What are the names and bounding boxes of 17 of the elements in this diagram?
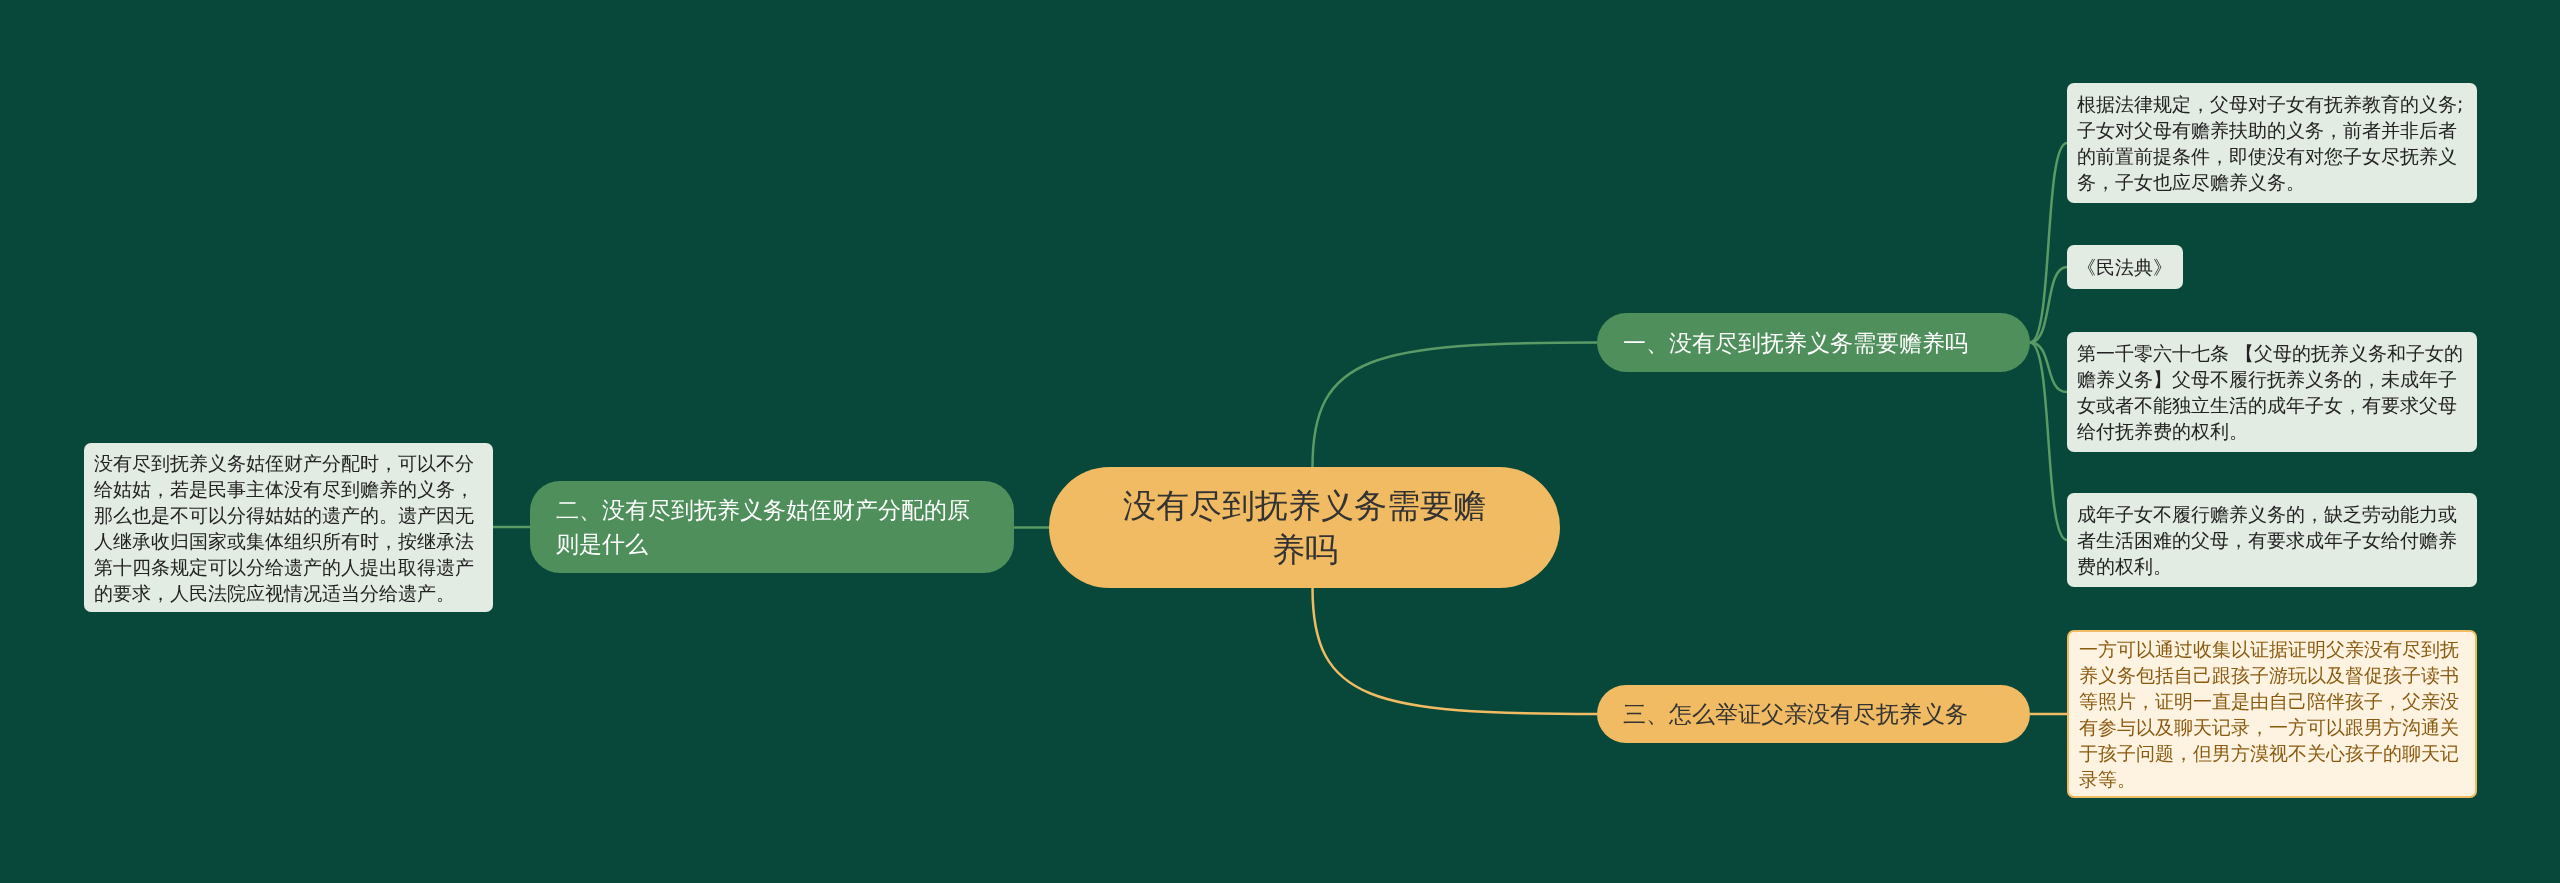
connector-line: [1014, 526, 1049, 529]
note-box: 没有尽到抚养义务姑侄财产分配时，可以不分给姑姑，若是民事主体没有尽到赡养的义务，那么也是不可以分得姑姑的遗产的。遗产因无人继承收归国家或集体组织所有时，按继承法第十四条规定可以分给遗产的人提出取得遗产的要求，人民法院应视情况适当分给遗产。: [84, 443, 493, 612]
topic-box: 一、没有尽到抚养义务需要赡养吗: [1597, 313, 2030, 372]
connector-line: [2030, 712, 2067, 716]
topic-box: 二、没有尽到抚养义务姑侄财产分配的原则是什么: [530, 481, 1014, 573]
central-topic: 没有尽到抚养义务需要赡养吗: [1049, 467, 1560, 588]
connector-line: [1311, 587, 1597, 716]
connector-line: [2029, 142, 2068, 344]
note-box: 成年子女不履行赡养义务的，缺乏劳动能力或者生活困难的父母，有要求成年子女给付赡养费的权利。: [2067, 493, 2477, 587]
connector-line: [2029, 341, 2068, 541]
note-box: 《民法典》: [2067, 245, 2183, 289]
connector-line: [1311, 341, 1597, 468]
note-box: 第一千零六十七条 【父母的抚养义务和子女的赡养义务】父母不履行抚养义务的，未成年子女或者不能独立生活的成年子女，有要求父母给付抚养费的权利。: [2067, 332, 2477, 452]
note-box: 一方可以通过收集以证据证明父亲没有尽到抚养义务包括自己跟孩子游玩以及督促孩子读书等照片，证明一直是由自己陪伴孩子，父亲没有参与以及聊天记录，一方可以跟男方沟通关于孩子问题，但男方漠视不关心孩子的聊天记录等。: [2067, 630, 2477, 798]
connector-line: [493, 525, 530, 529]
topic-box: 三、怎么举证父亲没有尽抚养义务: [1597, 685, 2030, 743]
note-box: 根据法律规定，父母对子女有抚养教育的义务;子女对父母有赡养扶助的义务，前者并非后者的前置前提条件，即使没有对您子女尽抚养义务，子女也应尽赡养义务。: [2067, 83, 2477, 203]
